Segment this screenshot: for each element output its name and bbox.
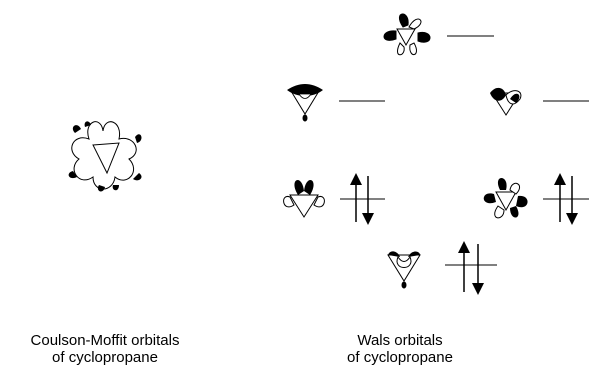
electron-pair-bonding-bottom	[445, 241, 497, 295]
wals-caption-line2: of cyclopropane	[347, 349, 453, 366]
wals-orbital-antibonding-right	[490, 87, 522, 116]
coulson-moffit-orbitals	[68, 121, 142, 192]
coulson-moffit-caption: Coulson-Moffit orbitals of cyclopropane	[0, 332, 210, 366]
coulson-moffit-caption-line2: of cyclopropane	[52, 349, 158, 366]
wals-orbital-bonding-left	[283, 179, 325, 218]
wals-caption: Wals orbitals of cyclopropane	[335, 332, 465, 366]
electron-pair-bonding-right	[543, 173, 589, 225]
wals-orbital-bonding-right	[483, 178, 528, 219]
electron-pair-bonding-left	[340, 173, 385, 225]
wals-caption-line1: Wals orbitals	[357, 332, 443, 349]
wals-orbital-antibonding-left	[287, 84, 323, 122]
wals-orbital-bonding-bottom	[387, 251, 421, 289]
wals-orbital-top	[383, 13, 431, 56]
coulson-moffit-caption-line1: Coulson-Moffit orbitals	[30, 332, 180, 349]
